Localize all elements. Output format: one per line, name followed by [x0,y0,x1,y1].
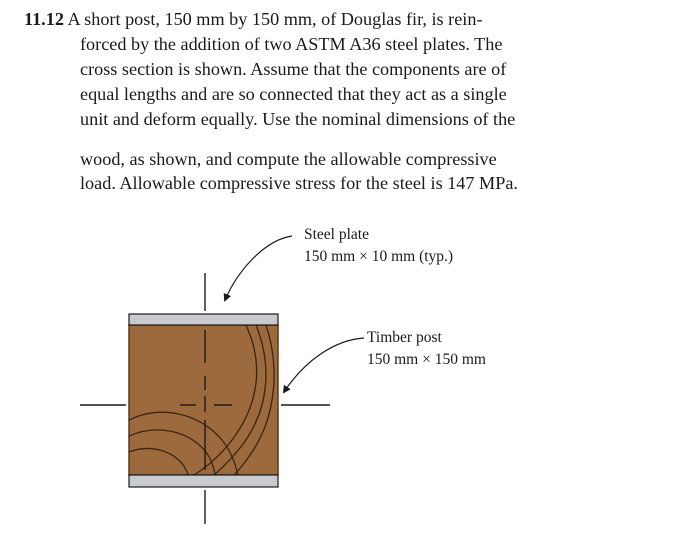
problem-number: 11.12 [24,9,64,29]
centroid-axes [80,273,330,524]
steel-plate-top [128,313,279,326]
timber-post-leader [282,337,365,394]
problem-line-4: equal lengths and are so connected that … [80,84,507,104]
timber-post-label-dims: 150 mm × 150 mm [367,351,486,368]
steel-plate-bottom [128,474,279,488]
steel-plate-label-dims: 150 mm × 10 mm (typ.) [304,248,454,265]
steel-plate-label-title: Steel plate [304,226,369,243]
timber-post [128,324,279,476]
problem-line-1: A short post, 150 mm by 150 mm, of Dougl… [67,9,483,29]
steel-plate-leader [223,235,293,302]
problem-line-7: load. Allowable compressive stress for t… [80,173,518,193]
problem-line-3: cross section is shown. Assume that the … [80,59,507,79]
problem-line-6: wood, as shown, and compute the allowabl… [80,149,497,169]
timber-post-label-title: Timber post [367,329,442,346]
problem-line-5: unit and deform equally. Use the nominal… [80,109,516,129]
wood-grain [128,324,275,476]
problem-line-2: forced by the addition of two ASTM A36 s… [80,34,503,54]
